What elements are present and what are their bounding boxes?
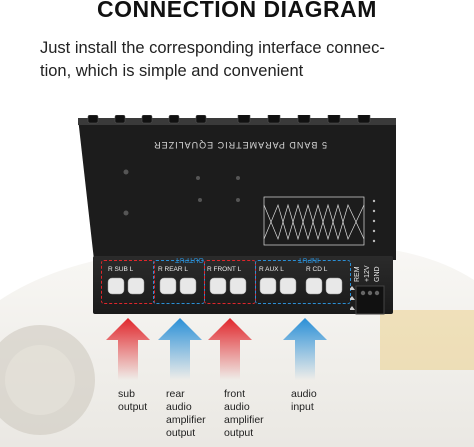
jack-label-aux: R AUX L — [259, 266, 284, 273]
subtitle-line-2: tion, which is simple and convenient — [40, 62, 304, 80]
power-label-rem: REM — [354, 266, 361, 282]
sub-output-arrow — [106, 318, 150, 380]
equalizer-device-top — [78, 115, 396, 260]
power-label-gnd: GND — [374, 266, 381, 282]
jack-label-rear: R REAR L — [158, 266, 188, 273]
sub-output-group — [101, 260, 155, 304]
audio-input-arrow — [283, 318, 327, 380]
power-terminal — [350, 285, 385, 315]
caption-front-output: front audio amplifier output — [224, 388, 264, 439]
connection-arrows — [106, 318, 327, 380]
output-label: OUTPUT — [175, 256, 204, 263]
subtitle-line-1: Just install the corresponding interface… — [40, 39, 385, 57]
subtitle: Just install the corresponding interface… — [40, 37, 460, 83]
caption-audio-input: audio input — [291, 388, 317, 413]
input-label: INPUT — [298, 256, 319, 263]
jack-label-front: R FRONT L — [207, 266, 242, 273]
page-title: CONNECTION DIAGRAM — [97, 0, 377, 22]
input-group — [255, 260, 351, 304]
device-name-label: 5 BAND PARAMETRIC EQUALIZER — [153, 140, 327, 150]
rca-jacks — [107, 277, 343, 295]
rear-output-arrow — [158, 318, 202, 380]
caption-rear-output: rear audio amplifier output — [166, 388, 206, 439]
jack-label-sub: R SUB L — [108, 266, 134, 273]
jack-label-cd: R CD L — [306, 266, 328, 273]
power-label-12v: +12V — [364, 265, 371, 282]
caption-sub-output: sub output — [118, 388, 148, 413]
front-output-arrow — [208, 318, 252, 380]
